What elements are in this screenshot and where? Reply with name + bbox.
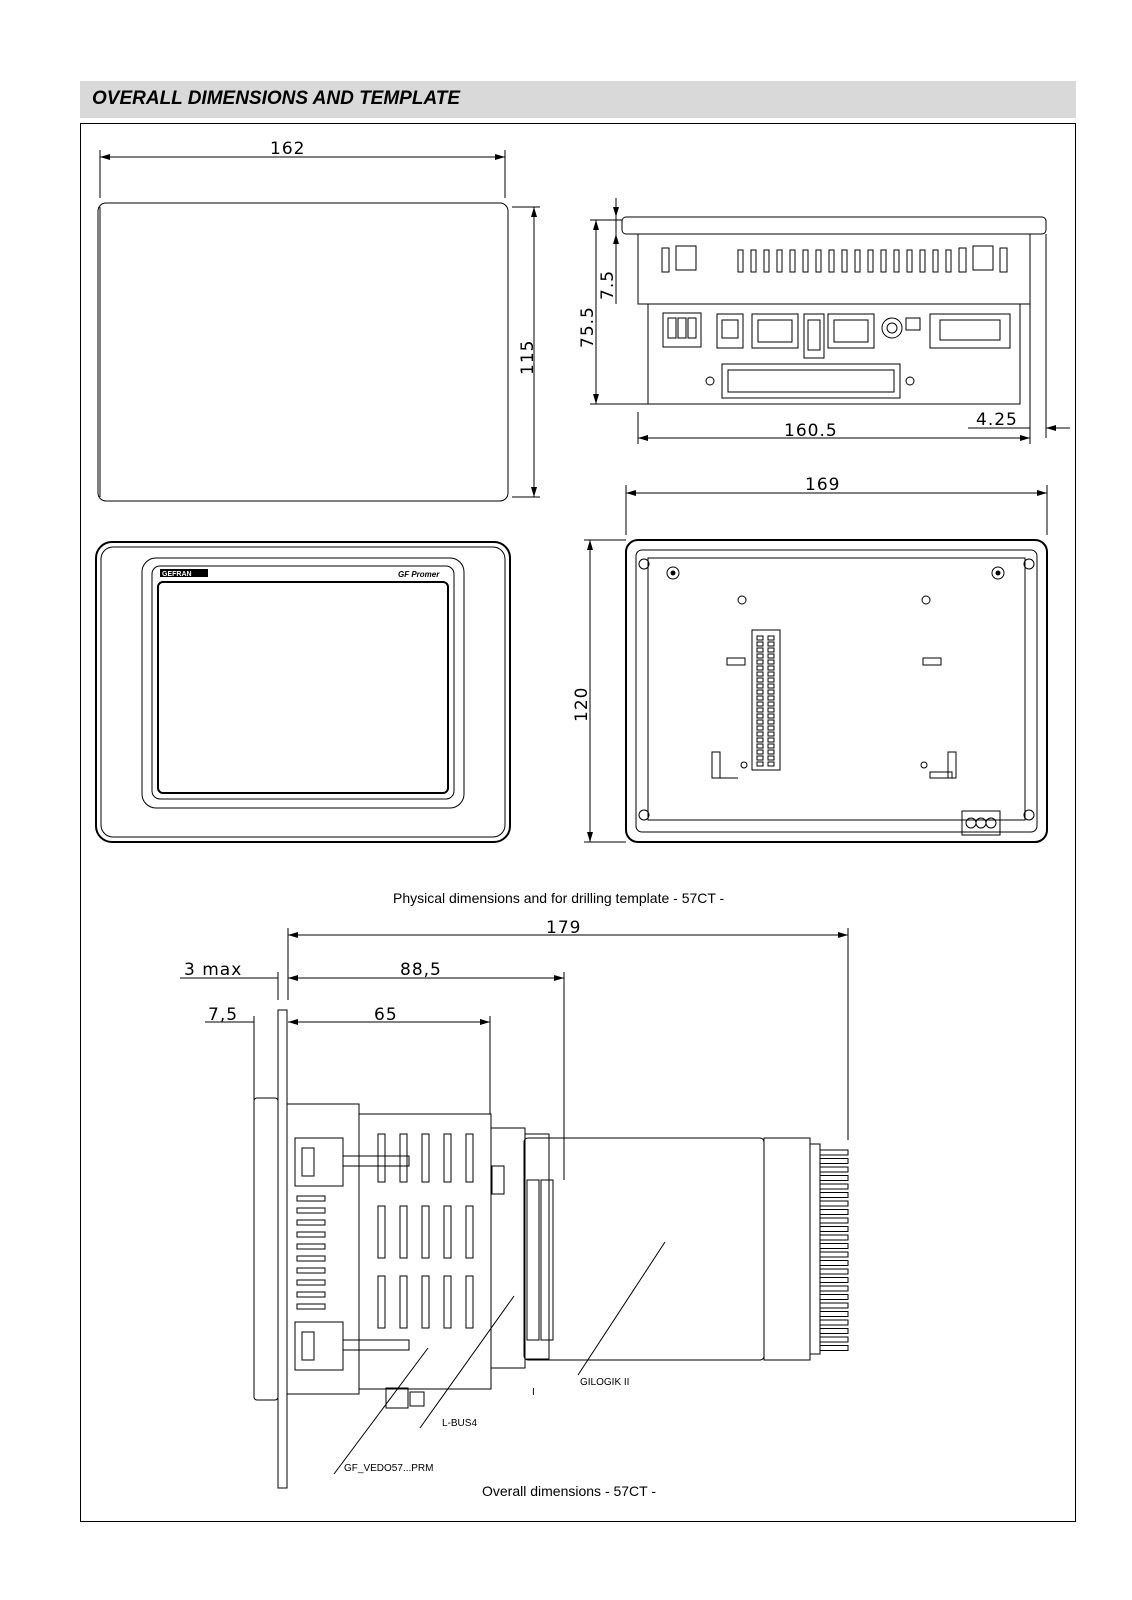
- caption-physical: Physical dimensions and for drilling tem…: [393, 890, 725, 906]
- label-lbus: L-BUS4: [442, 1418, 477, 1429]
- label-gilogik: GILOGIK II: [580, 1377, 629, 1388]
- dim-side-mid: 88,5: [400, 960, 442, 980]
- dim-top-flange: 7.5: [598, 270, 618, 300]
- side-view: 179 88,5 65 3 max 7,5: [180, 918, 849, 1489]
- dim-side-total: 179: [546, 918, 581, 938]
- top-view: 75.5 7.5 160.5 4.25: [578, 198, 1070, 444]
- front-view: 162 115: [97, 139, 540, 502]
- back-view: 169 120: [572, 475, 1048, 843]
- dim-front-height: 115: [518, 340, 538, 375]
- front-panel-view: GEFRAN GF Promer: [95, 541, 511, 843]
- label-marker: I: [532, 1387, 535, 1398]
- drawing-frame: [80, 123, 1076, 1522]
- label-vedo: GF_VEDO57...PRM: [344, 1463, 433, 1474]
- brand-text: GEFRAN: [162, 571, 192, 578]
- dim-back-height: 120: [572, 687, 592, 722]
- dim-side-inner: 65: [374, 1005, 398, 1025]
- dim-top-width: 160.5: [784, 421, 838, 441]
- dim-top-offset: 4.25: [976, 410, 1018, 430]
- model-text: GF Promer: [398, 570, 440, 579]
- dim-side-flange: 7,5: [208, 1005, 238, 1025]
- dim-front-width: 162: [270, 139, 305, 159]
- dim-back-width: 169: [805, 475, 840, 495]
- brand-logo: [160, 569, 208, 577]
- dim-side-max: 3 max: [184, 960, 242, 980]
- section-title: OVERALL DIMENSIONS AND TEMPLATE: [92, 88, 461, 109]
- caption-overall: Overall dimensions - 57CT -: [482, 1483, 656, 1499]
- section-header: OVERALL DIMENSIONS AND TEMPLATE: [80, 81, 1076, 118]
- dim-top-depth: 75.5: [578, 306, 598, 348]
